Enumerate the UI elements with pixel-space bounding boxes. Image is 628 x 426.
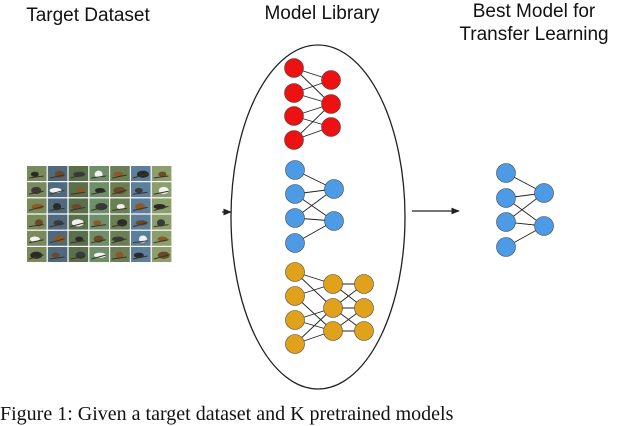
dataset-thumbnail: [131, 166, 151, 181]
dataset-thumbnail: [89, 198, 109, 214]
dataset-thumbnail: [131, 247, 151, 262]
dataset-thumbnail: [47, 247, 68, 262]
dataset-thumbnail: [110, 182, 130, 198]
dataset-thumbnail: [89, 182, 109, 198]
dataset-thumbnail: [131, 214, 151, 230]
network-node: [285, 233, 305, 253]
red-network: [284, 58, 341, 150]
dataset-thumbnail: [89, 247, 109, 262]
model-library-ellipse: [230, 44, 406, 390]
gold-network: [285, 262, 374, 354]
network-edges: [294, 169, 335, 244]
dataset-thumbnail: [89, 214, 109, 230]
dataset-thumbnail: [27, 182, 47, 198]
dataset-thumbnail: [151, 166, 172, 181]
network-node: [284, 106, 304, 126]
dataset-thumbnail: [151, 230, 172, 246]
blue-network: [285, 160, 344, 253]
dataset-image-grid: [27, 166, 172, 262]
dataset-thumbnail: [68, 198, 89, 214]
network-node: [324, 179, 344, 199]
network-node: [285, 334, 305, 354]
dataset-thumbnail: [151, 198, 172, 214]
dataset-thumbnail: [110, 214, 130, 230]
dataset-thumbnail: [131, 230, 151, 246]
network-node: [285, 262, 305, 282]
dataset-thumbnail: [27, 247, 47, 262]
network-node: [285, 208, 305, 228]
dataset-thumbnail: [131, 198, 151, 214]
network-node: [354, 274, 374, 294]
network-node: [496, 163, 516, 183]
network-node: [496, 237, 516, 257]
network-edges: [505, 172, 545, 248]
best-model-network: [496, 163, 554, 257]
network-node: [534, 216, 554, 236]
network-node: [324, 211, 344, 231]
network-node: [323, 321, 343, 341]
dataset-thumbnail: [68, 214, 89, 230]
dataset-thumbnail: [27, 198, 47, 214]
dataset-thumbnail: [27, 214, 47, 230]
best-model-label-line2: Transfer Learning: [459, 24, 609, 45]
network-node: [321, 94, 341, 114]
dataset-thumbnail: [27, 166, 47, 181]
dataset-thumbnail: [68, 230, 89, 246]
dataset-thumbnail: [151, 247, 172, 262]
network-node: [534, 183, 554, 203]
network-node: [285, 310, 305, 330]
dataset-thumbnail: [89, 230, 109, 246]
dataset-thumbnail: [68, 182, 89, 198]
network-node: [323, 298, 343, 318]
network-node: [321, 70, 341, 90]
network-node: [496, 188, 516, 208]
dataset-thumbnail: [110, 247, 130, 262]
dataset-thumbnail: [68, 247, 89, 262]
dataset-thumbnail: [89, 166, 109, 181]
network-node: [496, 212, 516, 232]
dataset-thumbnail: [110, 198, 130, 214]
network-node: [354, 321, 374, 341]
dataset-thumbnail: [47, 182, 68, 198]
network-node: [284, 58, 304, 78]
dataset-thumbnail: [47, 166, 68, 181]
best-model-label: Best Model for Transfer Learning: [440, 0, 628, 46]
network-node: [285, 286, 305, 306]
dataset-thumbnail: [151, 214, 172, 230]
dataset-thumbnail: [131, 182, 151, 198]
dataset-thumbnail: [151, 182, 172, 198]
model-library-label: Model Library: [264, 3, 380, 24]
target-dataset-label: Target Dataset: [26, 5, 150, 26]
network-node: [285, 160, 305, 180]
dataset-thumbnail: [110, 166, 130, 181]
dataset-thumbnail: [110, 230, 130, 246]
figure-caption: Figure 1: Given a target dataset and K p…: [0, 403, 454, 425]
dataset-thumbnail: [47, 230, 68, 246]
dataset-thumbnail: [47, 214, 68, 230]
dataset-thumbnail: [68, 166, 89, 181]
dataset-thumbnail: [47, 198, 68, 214]
network-node: [285, 184, 305, 204]
network-node: [284, 83, 304, 103]
network-node: [284, 130, 304, 150]
best-model-label-line1: Best Model for: [472, 1, 596, 22]
network-node: [321, 117, 341, 137]
network-node: [323, 274, 343, 294]
dataset-thumbnail: [27, 230, 47, 246]
network-node: [354, 298, 374, 318]
